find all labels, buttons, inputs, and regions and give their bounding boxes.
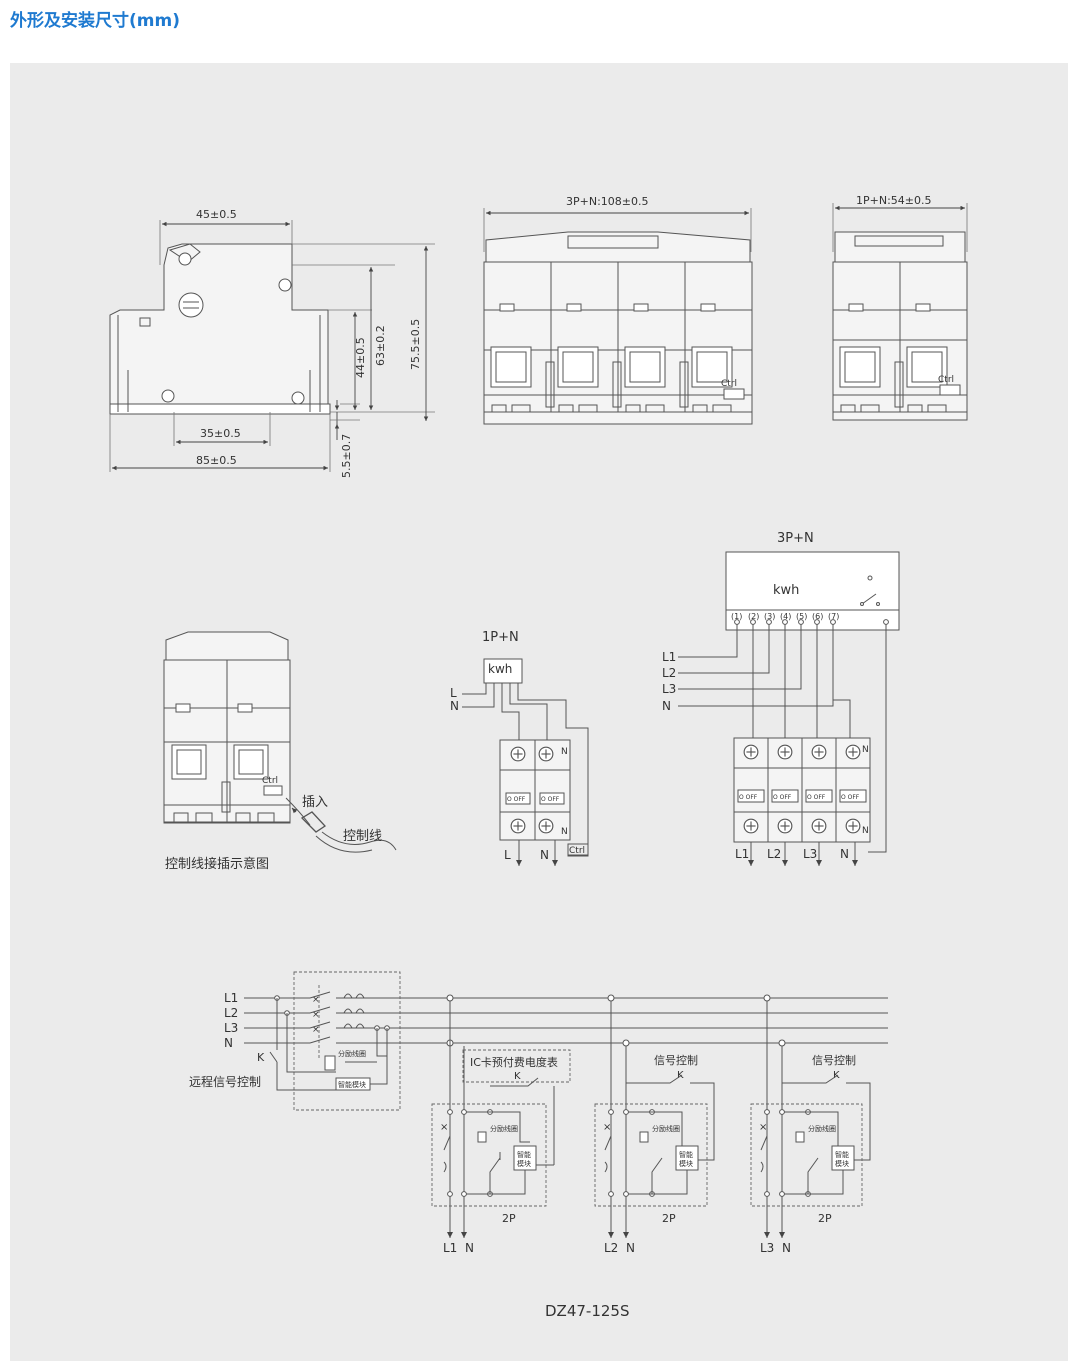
group3-cross: × (759, 1122, 767, 1133)
bus-label-n: N (224, 1036, 233, 1050)
main-coil: 分励线圈 (338, 1049, 366, 1058)
dim-44: 44±0.5 (354, 337, 367, 378)
prepay-meter: IC卡预付费电度表 (470, 1055, 558, 1069)
page-title: 外形及安装尺寸(mm) (10, 11, 180, 31)
schematic: L1 L2 L3 N × × × K 远程信号控制 分励线圈 (189, 971, 888, 1255)
model-name: DZ47-125S (545, 1302, 629, 1320)
dim-3p-width: 3P+N:108±0.5 (566, 195, 649, 208)
wiring-1p-n-bottom: N (561, 827, 568, 837)
wiring-1p-out-l: L (504, 848, 511, 862)
wiring-3p-n-bottom: N (862, 826, 869, 836)
wiring-3p-term-3: (3) (764, 612, 775, 621)
group1-out-n: N (465, 1241, 474, 1255)
wiring-1p-out-n: N (540, 848, 549, 862)
dim-45: 45±0.5 (196, 208, 237, 221)
cable-label: 控制线 (343, 829, 382, 844)
dim-63: 63±0.2 (374, 325, 387, 366)
wiring-1p-meter: kwh (488, 662, 512, 676)
wiring-1p-n-top: N (561, 747, 568, 757)
wiring-3p-out-n: N (840, 847, 849, 861)
wiring-3p-meter: kwh (773, 583, 799, 598)
group3-module-a: 智能 (835, 1150, 849, 1159)
group2-cross: × (603, 1122, 611, 1133)
bus-label-l2: L2 (224, 1006, 238, 1020)
main-module: 智能模块 (338, 1080, 366, 1089)
front-view-3p: 3P+N:108±0.5 Ctrl (483, 195, 753, 425)
group2-pole: 2P (662, 1212, 676, 1225)
wiring-1p-in-n: N (450, 699, 459, 713)
dim-85: 85±0.5 (196, 454, 237, 467)
ctrl-label-1p: Ctrl (938, 375, 954, 385)
group2-module-a: 智能 (679, 1150, 693, 1159)
group1-pole: 2P (502, 1212, 516, 1225)
main-breaker-x-2: × (312, 1010, 320, 1020)
wiring-3p-term-4: (4) (780, 612, 791, 621)
dim-755: 75.5±0.5 (409, 319, 422, 370)
wiring-3p-in-l2: L2 (662, 666, 676, 680)
dim-35: 35±0.5 (200, 427, 241, 440)
main-breaker-x-3: × (312, 1025, 320, 1035)
wiring-3p-n-top: N (862, 745, 869, 755)
group3-signal: 信号控制 (812, 1053, 856, 1067)
group3-coil: 分励线圈 (808, 1124, 836, 1133)
ctrl-label-3p: Ctrl (721, 379, 737, 389)
wiring-3p: 3P+N kwh (1) (2) (3) (4) (5) (6) (7) L1 … (662, 531, 900, 866)
side-view: 45±0.5 35±0.5 85±0.5 44±0.5 63±0.2 75.5±… (109, 208, 435, 478)
group1-out-l: L1 (443, 1241, 457, 1255)
wiring-3p-off-2: O OFF (773, 794, 792, 801)
dim-1p-width: 1P+N:54±0.5 (856, 194, 932, 207)
bus-label-l3: L3 (224, 1021, 238, 1035)
dim-5-5: 5.5±0.7 (340, 434, 353, 478)
insertion-view: Ctrl 插入 控制线 控制线接插示意图 (163, 631, 397, 872)
wiring-3p-term-6: (6) (812, 612, 823, 621)
ctrl-label-insert: Ctrl (262, 776, 278, 786)
wiring-1p-in-l: L (450, 686, 457, 700)
wiring-3p-out-l1: L1 (735, 847, 749, 861)
wiring-3p-off-1: O OFF (739, 794, 758, 801)
group1-module-a: 智能 (517, 1150, 531, 1159)
group2-signal: 信号控制 (654, 1053, 698, 1067)
wiring-3p-in-l3: L3 (662, 682, 676, 696)
wiring-3p-term-1: (1) (731, 612, 742, 621)
wiring-3p-term-5: (5) (796, 612, 807, 621)
remote-signal: 远程信号控制 (189, 1074, 261, 1089)
wiring-3p-off-3: O OFF (807, 794, 826, 801)
group1-module-b: 模块 (517, 1159, 531, 1168)
insert-label: 插入 (302, 795, 328, 810)
main-breaker-x-1: × (312, 995, 320, 1005)
insertion-caption: 控制线接插示意图 (165, 856, 269, 872)
group3-module-b: 模块 (835, 1159, 849, 1168)
wiring-3p-in-l1: L1 (662, 650, 676, 664)
group3-pole: 2P (818, 1212, 832, 1225)
wiring-3p-out-l3: L3 (803, 847, 817, 861)
prepay-k: K (514, 1071, 521, 1082)
wiring-1p: 1P+N kwh L N N O OFF O OFF N L N Ctrl (450, 630, 589, 866)
wiring-3p-term-7: (7) (828, 612, 839, 621)
group2-module-b: 模块 (679, 1159, 693, 1168)
wiring-1p-out-ctrl: Ctrl (569, 846, 585, 856)
wiring-3p-term-2: (2) (748, 612, 759, 621)
wiring-1p-off-b: O OFF (541, 796, 560, 803)
group1-coil: 分励线圈 (490, 1124, 518, 1133)
wiring-3p-off-4: O OFF (841, 794, 860, 801)
wiring-3p-out-l2: L2 (767, 847, 781, 861)
bus-label-l1: L1 (224, 991, 238, 1005)
wiring-3p-title: 3P+N (777, 531, 814, 546)
wiring-1p-off-a: O OFF (507, 796, 526, 803)
group1-cross: × (440, 1122, 448, 1133)
group2-out-l: L2 (604, 1241, 618, 1255)
wiring-1p-title: 1P+N (482, 630, 519, 645)
group2-out-n: N (626, 1241, 635, 1255)
wiring-3p-in-n: N (662, 699, 671, 713)
group2-coil: 分励线圈 (652, 1124, 680, 1133)
remote-k: K (257, 1051, 265, 1064)
group3-out-l: L3 (760, 1241, 774, 1255)
group3-out-n: N (782, 1241, 791, 1255)
front-view-1p: 1P+N:54±0.5 Ctrl (832, 194, 968, 421)
